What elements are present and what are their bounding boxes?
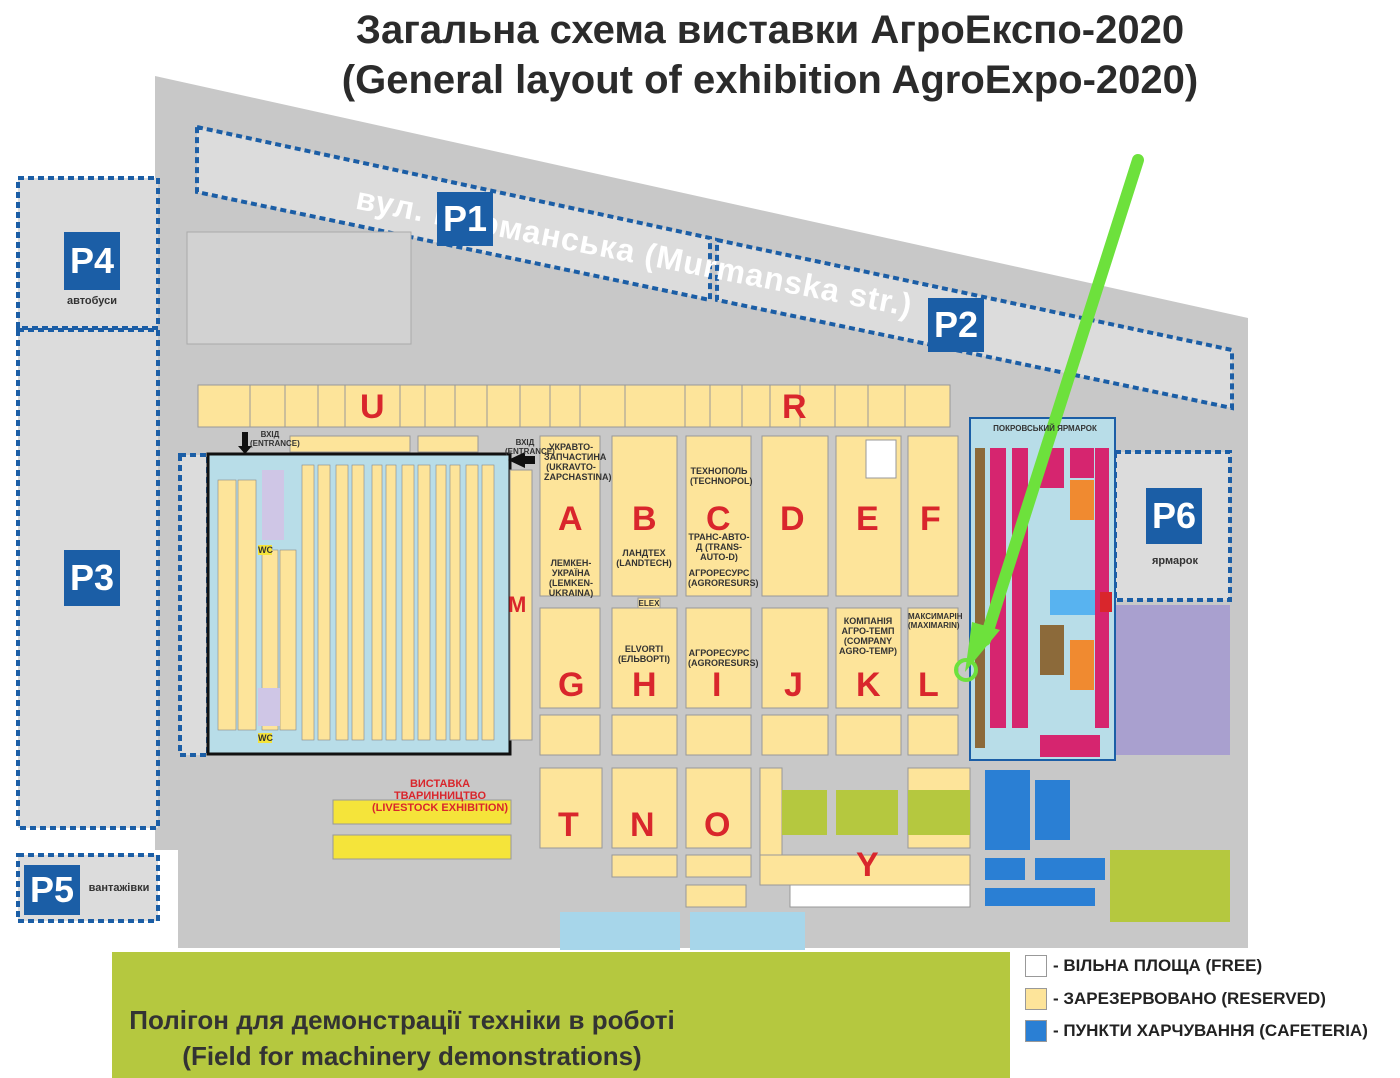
stand-agroresurs-1: АГРОРЕСУРС (AGRORESURS) <box>688 568 759 588</box>
zone-c: C <box>706 500 731 538</box>
livestock-row-2 <box>332 834 512 860</box>
stand-ukravto: УКРАВТО-ЗАПЧАСТИНА (UKRAVTO-ZAPCHASTINA) <box>544 442 612 482</box>
zone-r: R <box>782 388 807 426</box>
parking-label-p6: ярмарок <box>1151 555 1199 567</box>
zone-f: F <box>920 500 941 538</box>
stand-agrotemp: КОМПАНІЯ АГРО-ТЕМП (COMPANY AGRO-TEMP) <box>839 616 897 656</box>
wc-label-1: WC <box>258 545 273 555</box>
stand-lemken: ЛЕМКЕН-УКРАЇНА (LEMKEN-UKRAINA) <box>548 558 594 598</box>
fair-stalls <box>975 448 1112 757</box>
purple-area <box>1113 605 1230 755</box>
fair-label: ПОКРОВСЬКИЙ ЯРМАРОК <box>993 424 1097 433</box>
entrance-label-2: ВХІД (ENTRANCE) <box>505 438 555 456</box>
legend-swatch-cafeteria <box>1025 1020 1047 1042</box>
zone-n: N <box>630 806 655 844</box>
hall-stands <box>217 464 495 741</box>
parking-badge-p1: P1 <box>437 192 493 246</box>
zone-h: H <box>632 666 657 704</box>
legend-swatch-free <box>1025 955 1047 977</box>
zone-g: G <box>558 666 585 704</box>
zone-m: M <box>508 592 527 617</box>
zone-j: J <box>784 666 803 704</box>
entrance-label-1: ВХІД (ENTRANCE) <box>250 430 300 448</box>
parking-label-p4: автобуси <box>66 295 118 307</box>
highlight-circle <box>954 658 978 682</box>
zone-a: A <box>558 500 583 538</box>
parking-badge-p2: P2 <box>928 298 984 352</box>
zone-d: D <box>780 500 805 538</box>
parking-label-p5: вантажівки <box>88 882 150 894</box>
livestock-label: ВИСТАВКА ТВАРИННИЦТВО (LIVESTOCK EXHIBIT… <box>371 778 509 814</box>
zone-e: E <box>856 500 879 538</box>
zone-k: K <box>856 666 881 704</box>
stand-elvorti: ELVORTI (ЕЛЬВОРТІ) <box>618 644 670 664</box>
stand-maximarin: МАКСИМАРІН (MAXIMARIN) <box>908 612 963 630</box>
stand-agroresurs-2: АГРОРЕСУРС (AGRORESURS) <box>688 648 759 668</box>
legend-text-reserved: - ЗАРЕЗЕРВОВАНО (RESERVED) <box>1053 989 1326 1008</box>
legend-text-cafeteria: - ПУНКТИ ХАРЧУВАННЯ (CAFETERIA) <box>1053 1021 1368 1040</box>
map-title-line1: Загальна схема виставки АгроЕкспо-2020 <box>355 8 1185 52</box>
stand-elex: ELEX <box>638 599 660 608</box>
parking-badge-p6: P6 <box>1146 488 1202 544</box>
zone-y: Y <box>856 846 879 884</box>
legend-swatch-reserved <box>1025 988 1047 1010</box>
zone-u: U <box>360 388 385 426</box>
inner-area <box>186 231 412 345</box>
zone-l: L <box>918 666 939 704</box>
zone-i: I <box>712 666 722 704</box>
livestock-row-1 <box>332 799 512 825</box>
wc-label-2: WC <box>258 733 273 743</box>
parking-badge-p4: P4 <box>64 232 120 290</box>
zone-b: B <box>632 500 657 538</box>
cafeteria-blocks <box>985 770 1105 906</box>
demo-field-subtitle: (Field for machinery demonstrations) <box>182 1041 642 1071</box>
parking-badge-p5: P5 <box>24 865 80 915</box>
row-u <box>197 384 951 428</box>
stand-landtech: ЛАНДТЕХ (LANDTECH) <box>616 548 672 568</box>
row-hall-right <box>509 469 533 741</box>
parking-strip-left <box>178 453 210 757</box>
map-title-line2: (General layout of exhibition AgroExpo-2… <box>341 58 1199 102</box>
parking-badge-p3: P3 <box>64 550 120 606</box>
stand-transavto: ТРАНС-АВТО-Д (TRANS- AUTO-D) <box>688 532 750 562</box>
zone-t: T <box>558 806 579 844</box>
demo-field-title: Полігон для демонстрації техніки в робот… <box>129 1005 675 1035</box>
legend-text-free: - ВІЛЬНА ПЛОЩА (FREE) <box>1053 956 1263 975</box>
stand-technopol: ТЕХНОПОЛЬ (TECHNOPOL) <box>690 466 753 486</box>
highlight-arrow <box>979 154 1144 646</box>
zone-o: O <box>704 806 731 844</box>
demo-field <box>112 952 1010 1078</box>
